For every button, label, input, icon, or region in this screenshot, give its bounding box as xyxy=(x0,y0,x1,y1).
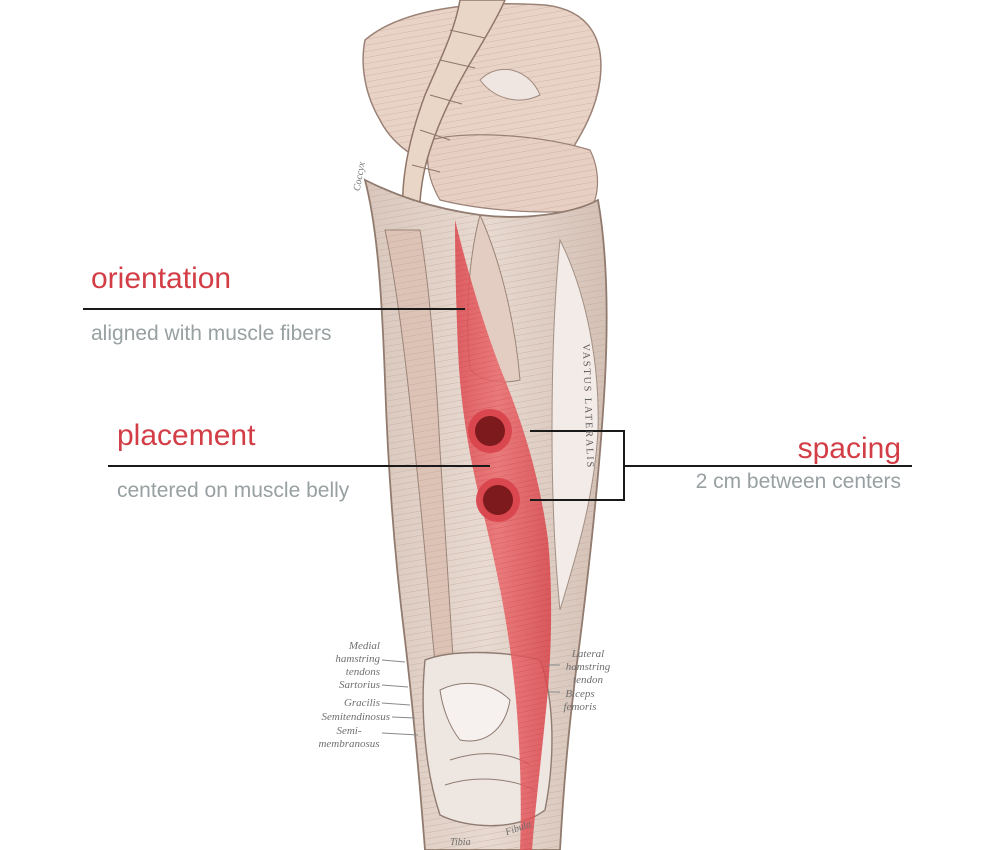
anatomy-leader-lines xyxy=(381,659,560,736)
orientation-title: orientation xyxy=(91,262,232,295)
gracilis-label: Gracilis xyxy=(343,697,380,709)
spacing-subtitle: 2 cm between centers xyxy=(695,470,901,493)
semitendinosus-label: Semitendinosus xyxy=(321,711,390,723)
distal-electrode xyxy=(483,485,513,515)
electrodes xyxy=(468,409,520,522)
highlighted-muscle xyxy=(455,220,552,850)
biceps-femoris-label: Biceps femoris xyxy=(563,688,597,713)
orientation-subtitle: aligned with muscle fibers xyxy=(91,322,332,345)
proximal-electrode xyxy=(475,416,505,446)
lateral-hamstring-tendon-label: Lateral hamstring tendon xyxy=(565,648,611,686)
placement-title: placement xyxy=(117,419,256,452)
semimembranosus-label: Semi- membranosus xyxy=(318,725,380,750)
spacing-title: spacing xyxy=(797,432,901,465)
sartorius-label: Sartorius xyxy=(339,679,380,691)
tibia-label: Tibia xyxy=(450,837,471,848)
placement-subtitle: centered on muscle belly xyxy=(117,479,350,502)
medial-hamstring-tendons-label: Medial hamstring tendons xyxy=(335,640,380,678)
callout-lines xyxy=(83,308,912,501)
